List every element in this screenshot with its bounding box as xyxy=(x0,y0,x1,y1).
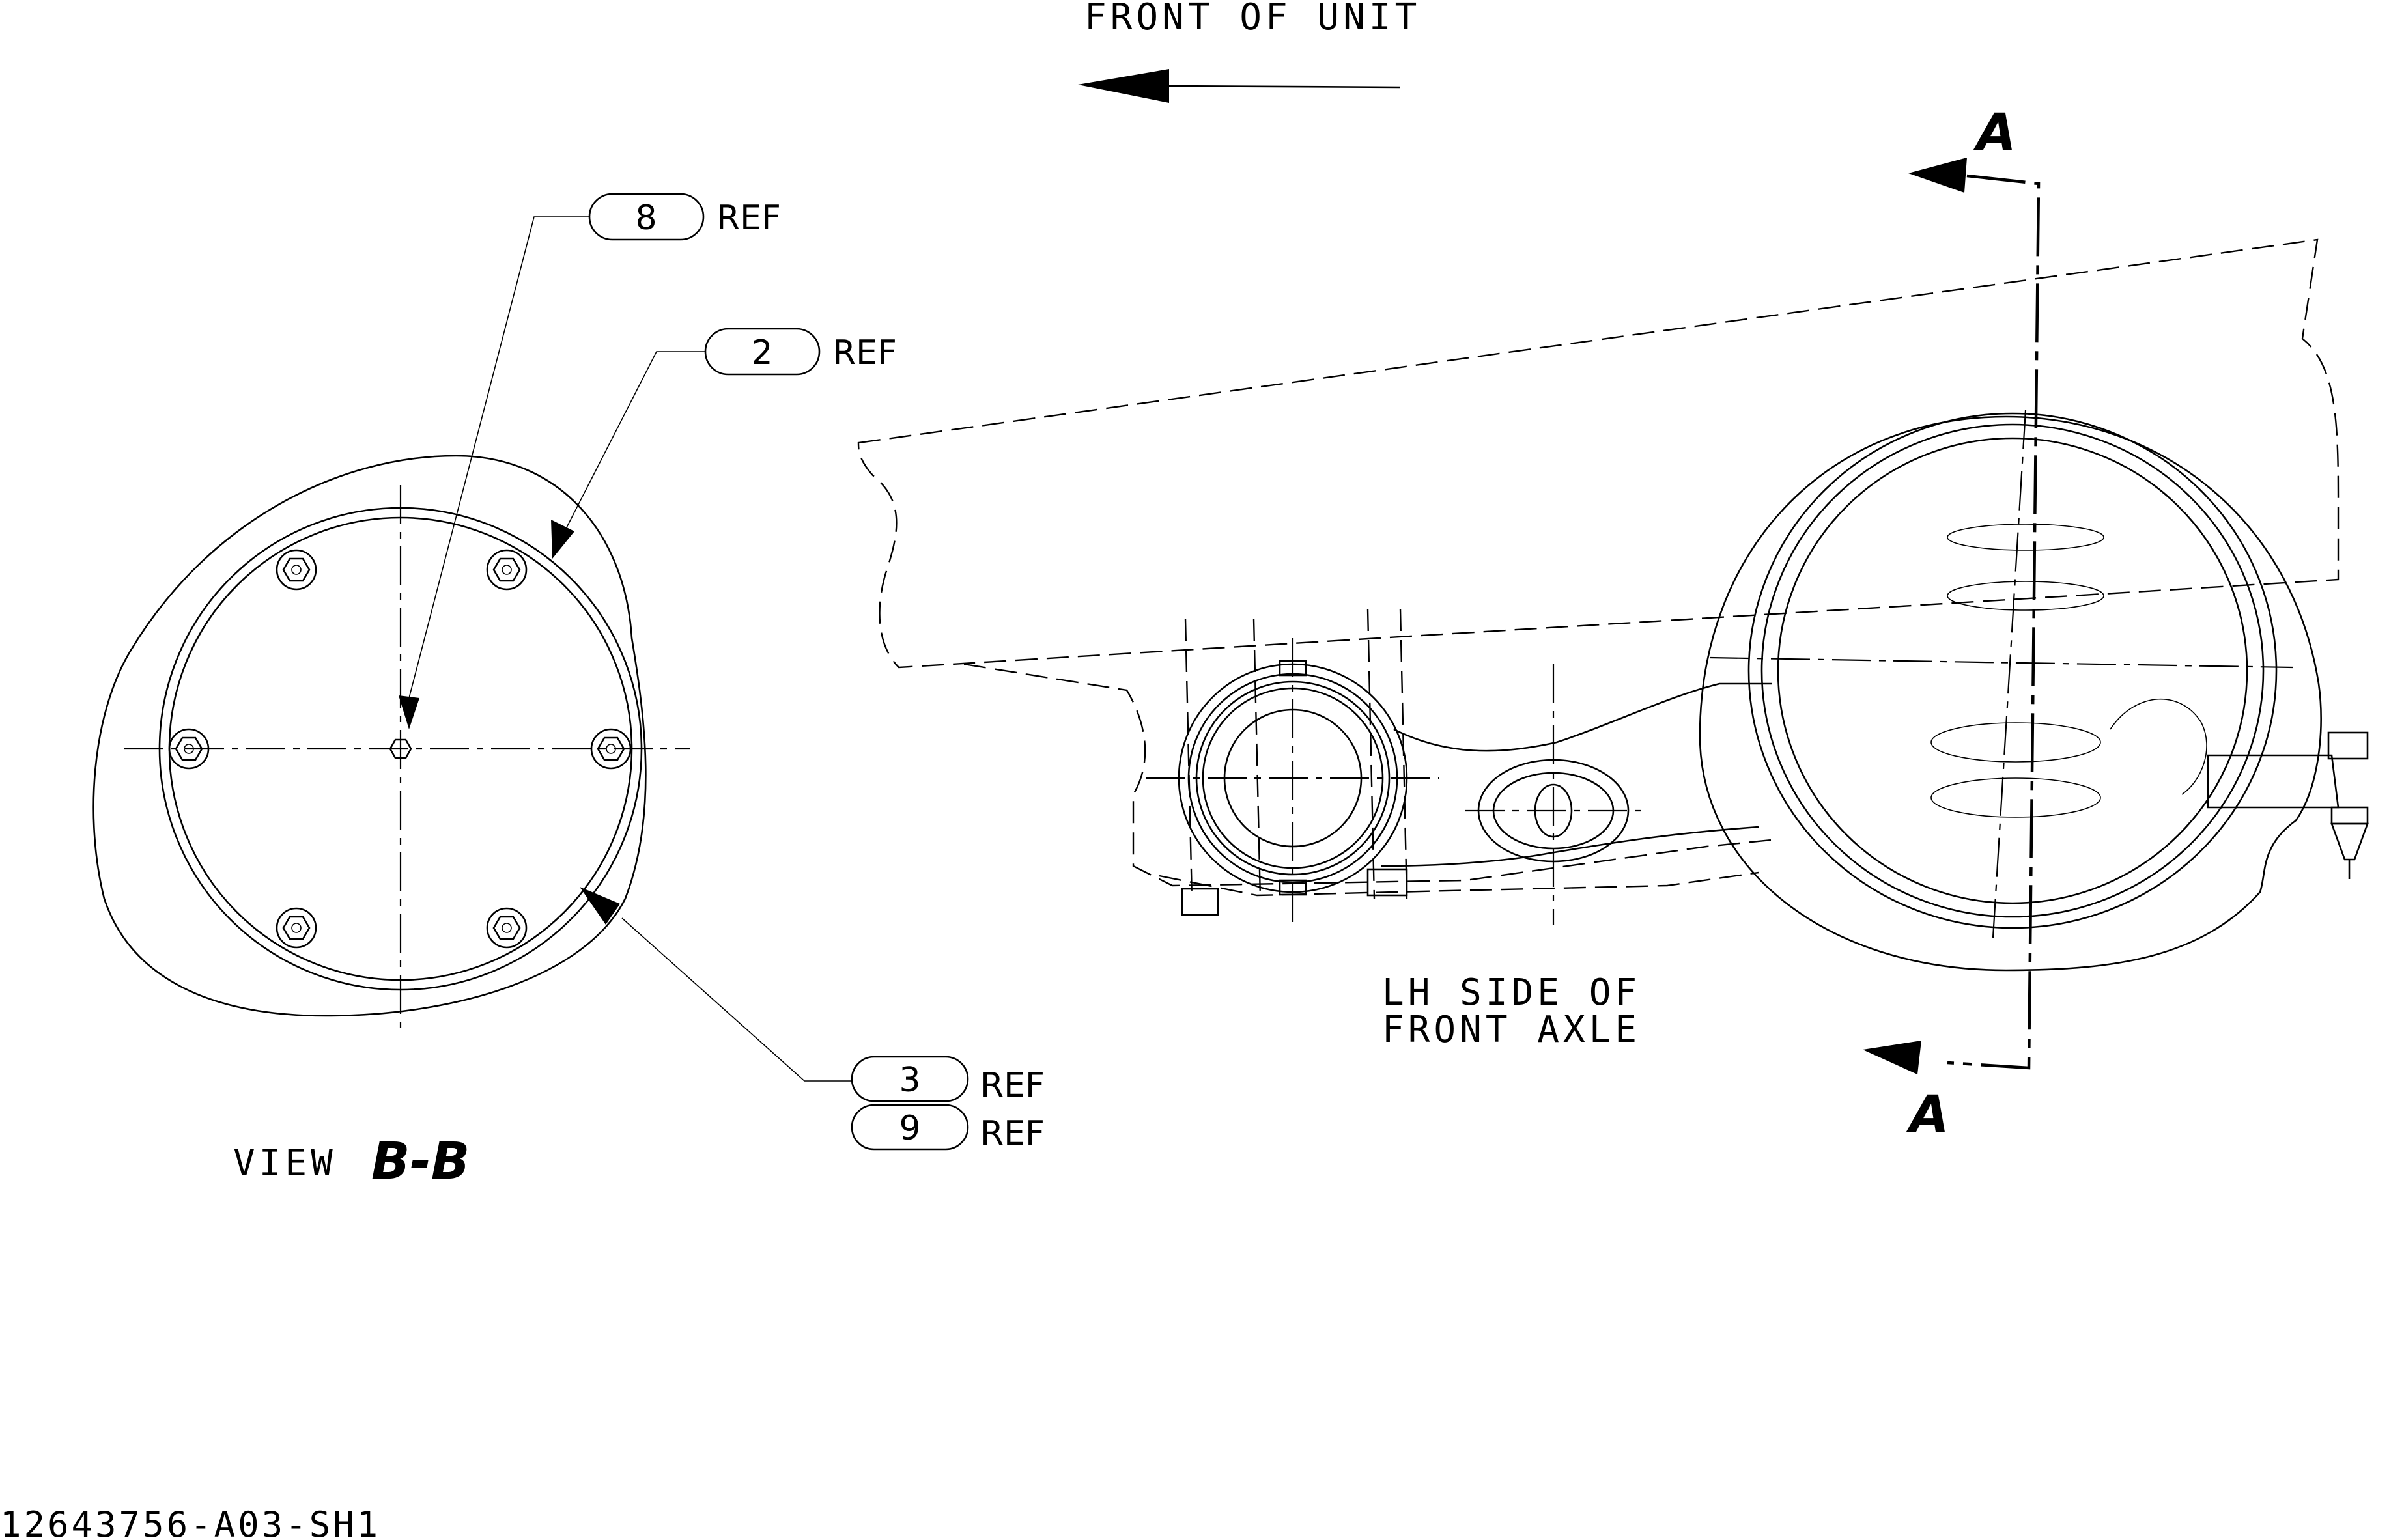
frame-phantom-line xyxy=(1366,608,1376,899)
view-label: VIEW xyxy=(233,1142,337,1184)
callout-bubble xyxy=(851,1104,969,1151)
frame-phantom-line xyxy=(1184,618,1193,899)
callout-2: 2 REF xyxy=(551,328,897,559)
stud-icon xyxy=(1181,888,1219,916)
section-arrow-icon xyxy=(1908,158,1967,193)
axle-side-view: A A LH SIDE OF FRONT AXLE xyxy=(857,104,2369,1144)
callout-8: 8 REF xyxy=(399,193,781,729)
leader-line xyxy=(566,351,705,528)
front-of-unit-label: FRONT OF UNIT xyxy=(1084,0,1421,38)
slotted-boss xyxy=(1465,664,1641,925)
side-label-line1: LH SIDE OF xyxy=(1382,972,1641,1014)
lower-control-arm xyxy=(1393,682,1772,752)
leader-arrow-icon xyxy=(399,695,419,729)
callout-number: 9 xyxy=(899,1109,920,1148)
callout-suffix: REF xyxy=(980,1066,1045,1105)
drawing-number: 12643756-A03-SH1 xyxy=(0,1504,380,1540)
section-arrow-icon xyxy=(1863,1041,1921,1074)
bolt-icon xyxy=(276,907,317,949)
callout-suffix: REF xyxy=(832,333,897,372)
view-id-label: B-B xyxy=(371,1132,470,1191)
view-housing-outline xyxy=(92,455,647,1017)
view-b-b: VIEW B-B xyxy=(92,455,690,1191)
callout-number: 3 xyxy=(899,1061,920,1100)
section-a-a-cutline: A A xyxy=(1863,104,2041,1144)
callout-3: 3 REF xyxy=(580,887,1045,1105)
callout-number: 2 xyxy=(751,333,772,372)
lower-control-arm-bottom xyxy=(1380,826,1759,867)
frame-rail-outline xyxy=(857,238,2340,669)
bolt-icon xyxy=(168,728,210,770)
axle-beam-phantom-lower xyxy=(1159,871,1759,897)
callout-9: 9 REF xyxy=(851,1104,1045,1153)
leader-arrow-icon xyxy=(551,520,574,559)
bolt-icon xyxy=(486,549,528,591)
axle-beam-phantom xyxy=(963,663,1772,887)
leader-line xyxy=(408,216,589,699)
center-plug-icon xyxy=(389,738,412,759)
bolt-icon xyxy=(590,728,632,770)
tie-rod-end xyxy=(2110,698,2369,879)
callout-suffix: REF xyxy=(980,1114,1045,1153)
section-mark-top: A xyxy=(1973,104,2016,162)
bolt-pattern xyxy=(168,549,632,949)
front-arrow-icon xyxy=(1078,69,1169,103)
callout-bubble xyxy=(851,1056,969,1102)
leader-arrow-icon xyxy=(580,887,620,925)
front-of-unit-indicator: FRONT OF UNIT xyxy=(1078,0,1421,103)
stud-icon xyxy=(1366,868,1408,897)
section-mark-bottom: A xyxy=(1906,1085,1949,1144)
callout-number: 8 xyxy=(635,199,657,238)
callout-suffix: REF xyxy=(716,199,781,238)
side-label-line2: FRONT AXLE xyxy=(1382,1009,1641,1051)
front-arrow-shaft xyxy=(1165,85,1401,89)
frame-phantom-line xyxy=(1252,618,1262,899)
bolt-icon xyxy=(486,907,528,949)
wheel-hub xyxy=(1699,410,2322,972)
bolt-icon xyxy=(276,549,317,591)
pivot-bushing xyxy=(1146,638,1439,925)
leader-line xyxy=(621,917,852,1082)
